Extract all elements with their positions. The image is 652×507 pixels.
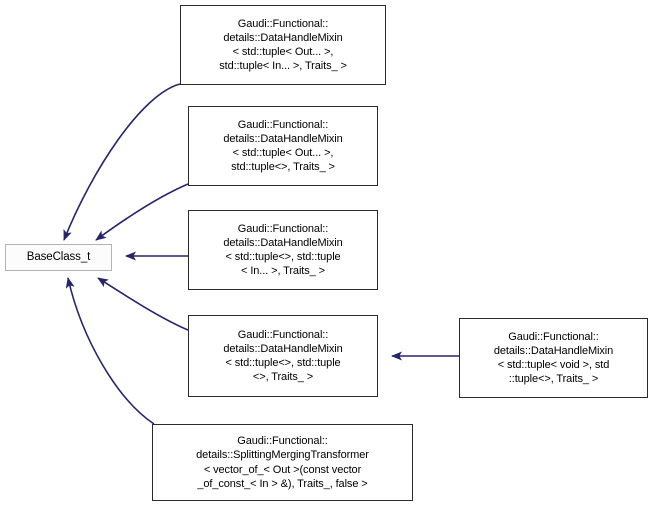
node-label-line: details::DataHandleMixin — [493, 344, 614, 357]
node-label-line: details::DataHandleMixin — [223, 236, 343, 249]
node-label-line: details::DataHandleMixin — [223, 132, 343, 145]
node-splittingmergingtransformer[interactable]: Gaudi::Functional:: details::SplittingMe… — [152, 424, 413, 501]
node-label-line: < std::tuple<>, std::tuple — [225, 251, 341, 263]
node-label-line: < std::tuple<>, std::tuple — [225, 357, 341, 369]
node-label-line: < std::tuple< void >, std — [497, 359, 610, 371]
node-datahandlemixin-out-in[interactable]: Gaudi::Functional:: details::DataHandleM… — [180, 5, 386, 85]
node-datahandlemixin-empty-in[interactable]: Gaudi::Functional:: details::DataHandleM… — [188, 210, 378, 290]
node-label-line: ::tuple<>, Traits_ > — [508, 373, 599, 386]
node-label-line: Gaudi::Functional:: — [237, 328, 329, 341]
node-label-line: <>, Traits_ > — [252, 371, 314, 384]
node-label-line: std::tuple<>, Traits_ > — [231, 161, 335, 174]
node-label-line: details::DataHandleMixin — [223, 31, 343, 44]
node-label-line: details::SplittingMergingTransformer — [196, 449, 369, 462]
node-label-line: details::DataHandleMixin — [223, 342, 343, 355]
edge-dhm-out-in-to-root — [63, 83, 181, 241]
node-datahandlemixin-void[interactable]: Gaudi::Functional:: details::DataHandleM… — [459, 318, 648, 398]
node-label-line: < std::tuple< Out... >, — [232, 147, 334, 159]
edge-dhm-out-empty-to-root — [95, 183, 189, 241]
edge-smt-to-root — [65, 277, 155, 425]
node-label-line: Gaudi::Functional:: — [508, 330, 599, 343]
node-label-line: Gaudi::Functional:: — [237, 222, 329, 235]
node-label-line: < In... >, Traits_ > — [241, 265, 325, 278]
node-label-line: std::tuple< In... >, Traits_ > — [219, 60, 347, 73]
node-label-line: _of_const_< In > &), Traits_, false > — [197, 477, 368, 490]
node-datahandlemixin-out-empty[interactable]: Gaudi::Functional:: details::DataHandleM… — [188, 106, 378, 186]
node-label-line: Gaudi::Functional:: — [237, 435, 328, 448]
node-label-line: Gaudi::Functional:: — [237, 118, 329, 131]
node-baseclass-t[interactable]: BaseClass_t — [5, 244, 112, 271]
node-label-line: Gaudi::Functional:: — [237, 17, 329, 30]
node-label-line: < vector_of_< Out >(const vector — [203, 463, 362, 476]
edge-dhm-empty-empty-to-root — [97, 277, 189, 331]
node-label-line: BaseClass_t — [26, 251, 91, 264]
node-datahandlemixin-empty-empty[interactable]: Gaudi::Functional:: details::DataHandleM… — [188, 315, 378, 397]
node-label-line: < std::tuple< Out... >, — [232, 46, 334, 58]
